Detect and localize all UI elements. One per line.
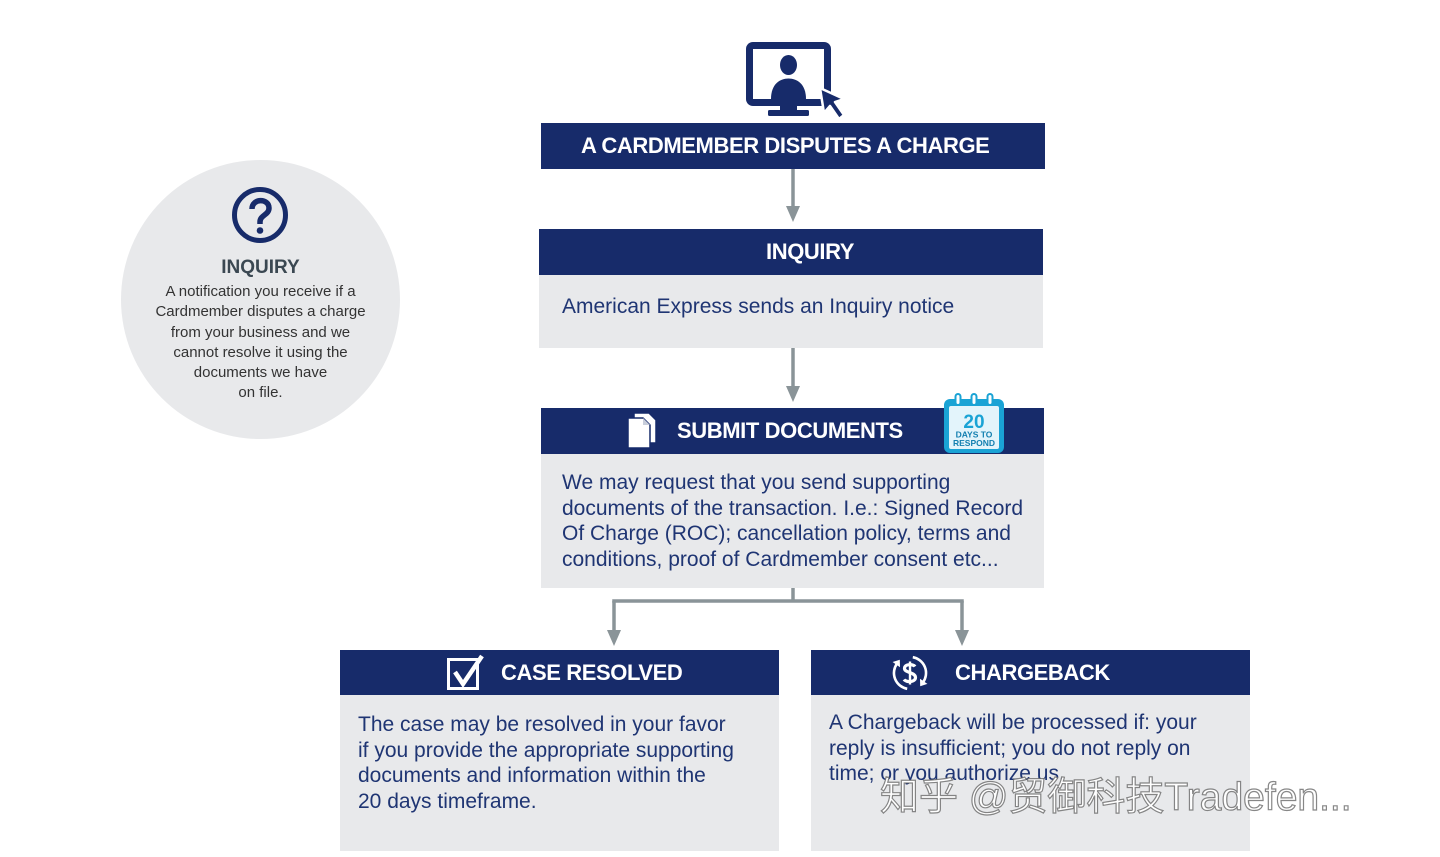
cycle-arrowhead-left (892, 659, 900, 668)
checkbox-square (447, 658, 479, 690)
inquiry-step-body: American Express sends an Inquiry notice (539, 275, 1043, 348)
submit-documents-text-line: We may request that you send supporting (562, 471, 951, 494)
submit-documents-text-line: Of Charge (ROC); cancellation policy, te… (562, 522, 1011, 545)
chargeback-body: A Chargeback will be processed if: your … (811, 695, 1250, 851)
definition-text-line: from your business and we (170, 323, 351, 341)
dollar-cycle-icon (892, 655, 928, 691)
chargeback-title: CHARGEBACK (955, 660, 1110, 685)
definition-text-line: A notification you receive if a (165, 283, 356, 300)
submit-documents-title: SUBMIT DOCUMENTS (677, 418, 903, 443)
arrow-to-case-resolved-head (607, 630, 621, 646)
calendar-ring (954, 393, 962, 406)
question-circle-icon (232, 187, 288, 243)
calendar-page (949, 406, 999, 449)
checkbox-icon (447, 654, 484, 690)
deadline-label-line1: DAYS TO (956, 430, 993, 440)
calendar-icon: 20 DAYS TO RESPOND (944, 393, 1004, 453)
case-resolved-text-line: 20 days timeframe. (358, 789, 537, 813)
chargeback-text-line: reply is insufficient; you do not reply … (829, 736, 1191, 760)
chargeback-text-line: A Chargeback will be processed if: your (829, 711, 1197, 734)
start-step: A CARDMEMBER DISPUTES A CHARGE (541, 123, 1045, 169)
arrow-inquiry-to-submit-head (786, 386, 800, 402)
question-ring (232, 187, 288, 243)
case-resolved-text-line: if you provide the appropriate supportin… (358, 738, 734, 762)
cycle-arrow-left (892, 663, 908, 691)
checkmark (453, 654, 484, 689)
documents-icon (627, 412, 657, 449)
cycle-arrow-right (912, 655, 928, 683)
calendar-ring (986, 393, 994, 406)
cursor-arrow-icon (818, 86, 846, 121)
deadline-days-number: 20 (963, 412, 984, 433)
case-resolved-body: The case may be resolved in your favor i… (340, 695, 779, 851)
document-front-page (627, 417, 651, 449)
cycle-arrowhead-right (920, 678, 928, 687)
definition-text-line: cannot resolve it using the (173, 343, 348, 361)
computer-user-icon (746, 42, 846, 121)
case-resolved-step: CASE RESOLVED The case may be resolved i… (340, 650, 779, 851)
case-resolved-text-line: The case may be resolved in your favor (358, 713, 726, 736)
case-resolved-title: CASE RESOLVED (501, 660, 683, 685)
definition-text-line: documents we have (193, 364, 328, 382)
definition-title: INQUIRY (221, 257, 300, 278)
arrow-start-to-inquiry-head (786, 206, 800, 222)
case-resolved-header: CASE RESOLVED (340, 650, 779, 695)
case-resolved-text-line: documents and information within the (358, 764, 706, 787)
submit-documents-text-line: documents of the transaction. I.e.: Sign… (562, 496, 1024, 520)
submit-documents-header: SUBMIT DOCUMENTS 20 DAYS TO RESPOND (541, 393, 1044, 454)
submit-documents-text-line: conditions, proof of Cardmember consent … (562, 547, 999, 571)
inquiry-step: INQUIRY American Express sends an Inquir… (539, 229, 1043, 348)
chargeback-text-line: time; or you authorize us. (829, 762, 1065, 785)
chargeback-header: CHARGEBACK (811, 650, 1250, 695)
document-corner-fold (643, 418, 650, 425)
person-shoulders (771, 78, 806, 99)
inquiry-step-header: INQUIRY (539, 229, 1043, 275)
deadline-label-line2: RESPOND (953, 438, 995, 448)
start-step-header: A CARDMEMBER DISPUTES A CHARGE (541, 123, 1045, 169)
definition-text-line: on file. (238, 384, 283, 402)
inquiry-step-title: INQUIRY (766, 239, 855, 264)
arrow-to-chargeback-head (955, 630, 969, 646)
watermark: 知乎 @贸御科技Tradefen... (879, 775, 1352, 819)
monitor-base (768, 110, 809, 116)
chargeback-step: CHARGEBACK A Chargeback will be processe… (811, 650, 1250, 851)
person-head (780, 55, 797, 75)
question-mark-dot (256, 227, 264, 234)
definition-text: A notification you receive if a Cardmemb… (121, 282, 400, 404)
inquiry-step-text: American Express sends an Inquiry notice (562, 295, 955, 318)
monitor-neck (780, 106, 797, 111)
inquiry-definition-callout: INQUIRY A notification you receive if a … (121, 160, 400, 439)
question-mark-hook (249, 197, 272, 224)
definition-text-line: Cardmember disputes a charge (155, 303, 366, 321)
calendar-ring (970, 393, 978, 406)
submit-documents-step: SUBMIT DOCUMENTS 20 DAYS TO RESPOND We m… (541, 393, 1044, 588)
submit-documents-body: We may request that you send supporting … (541, 454, 1044, 588)
start-step-title: A CARDMEMBER DISPUTES A CHARGE (581, 133, 990, 158)
